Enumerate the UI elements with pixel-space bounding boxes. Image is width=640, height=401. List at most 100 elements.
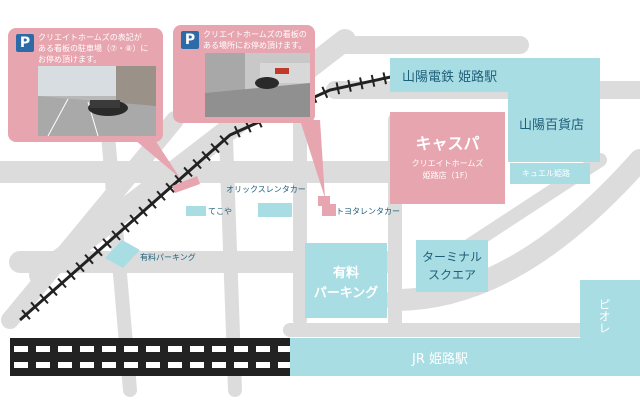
jr-track-dash (58, 362, 72, 368)
jr-track-dash (102, 346, 116, 352)
jr-track-dash (278, 346, 292, 352)
jr-track-dash (212, 346, 226, 352)
jr-track-dash (234, 362, 248, 368)
rail-tie (93, 246, 103, 257)
rail-tie (30, 301, 40, 312)
rail-tie (183, 166, 193, 178)
jr-track-dash (256, 362, 270, 368)
jr-track-dash (36, 346, 50, 352)
jr-track-dash (80, 362, 94, 368)
caspa-sub1-label: クリエイトホームズ (411, 159, 484, 168)
parking-marker-1 (172, 176, 200, 193)
buildings (105, 58, 640, 376)
jr-track-dash (58, 346, 72, 352)
callout-tail-1 (135, 140, 180, 178)
rail-tie (321, 86, 329, 99)
rail-tie (165, 182, 175, 193)
rail-tie (66, 269, 76, 281)
rail-tie (120, 222, 130, 233)
callout-left-text: クリエイトホームズの表記が ある看板の駐車場（⑦・⑧）に お停め頂けます。 (38, 33, 149, 64)
jr-track-dash (146, 346, 160, 352)
jr-track-dash (146, 362, 160, 368)
jr-track-dash (80, 346, 94, 352)
jr-track-dash (14, 346, 28, 352)
road-curve-right (384, 149, 640, 311)
cuel-block (510, 163, 590, 184)
jr-track-dash (124, 346, 138, 352)
jr-track-dash (190, 362, 204, 368)
jr-station-label: JR 姫路駅 (412, 352, 468, 367)
rail-tie (147, 198, 157, 209)
orix-block (258, 203, 292, 217)
jr-track-dash (190, 346, 204, 352)
toyota-block (322, 204, 336, 216)
sanyo-dept-block (508, 92, 600, 162)
rail-tie (370, 74, 376, 87)
rail-tie (102, 238, 112, 249)
parking-p-icon: P (16, 34, 34, 52)
jr-track-dash (212, 362, 226, 368)
jr-station-block (290, 338, 640, 376)
parking-p-icon: P (181, 31, 199, 49)
rail-tie (201, 150, 211, 162)
rail-tie (156, 190, 166, 201)
orix-label: オリックスレンタカー (226, 185, 306, 194)
jr-track-dash (168, 346, 182, 352)
jr-track-dash (234, 346, 248, 352)
tekoya-block (186, 206, 206, 216)
caspa-block (390, 112, 505, 204)
paid-parking-big-label-1: 有料 (332, 266, 359, 281)
parking-photo-right (205, 53, 310, 117)
terminal-square-label-2: スクエア (427, 268, 476, 282)
callout-left: P クリエイトホームズの表記が ある看板の駐車場（⑦・⑧）に お停め頂けます。 (8, 28, 163, 142)
paid-parking-small-block (105, 240, 140, 268)
piole-label: ピオレ (597, 298, 611, 334)
rail-tie (84, 254, 94, 265)
paid-parking-small-label: 有料パーキング (140, 253, 196, 262)
paid-parking-big-label-2: パーキング (313, 286, 379, 301)
rail-tie (210, 142, 220, 154)
paid-parking-big-block (305, 243, 387, 318)
caspa-label: キャスパ (415, 134, 480, 153)
rail-tie (347, 79, 352, 92)
tekoya-label: てこや (208, 207, 232, 216)
jr-track-dash (278, 362, 292, 368)
terminal-square-label-1: ターミナル (421, 250, 482, 264)
sanyo-dept-label: 山陽百貨店 (519, 118, 585, 133)
terminal-square-block (416, 240, 488, 292)
rail-tie (244, 120, 252, 133)
rail-tie (57, 277, 67, 289)
rail-tie (335, 82, 341, 95)
sanyo-station-label: 山陽電鉄 姫路駅 (402, 70, 498, 85)
road-diagonal-left (1, 111, 184, 329)
sanyo-station-block (390, 58, 600, 92)
callout-right: P クリエイトホームズの看板の ある場所にお停め頂けます。 (173, 25, 315, 123)
rail-tie (39, 293, 49, 305)
caspa-sub2-label: 姫路店（1F） (422, 171, 473, 180)
rail-tie (129, 214, 139, 225)
rail-tie (382, 72, 387, 85)
rail-tie (138, 206, 148, 217)
toyota-label: トヨタレンタカー (336, 207, 400, 216)
rail-tie (192, 158, 202, 170)
jr-track-dash (14, 362, 28, 368)
callout-right-text: クリエイトホームズの看板の ある場所にお停め頂けます。 (203, 30, 307, 50)
rail-tie (75, 261, 85, 273)
piole-block (580, 280, 640, 340)
rail-tie (359, 77, 364, 90)
rail-tie (111, 230, 121, 241)
jr-track-dash (102, 362, 116, 368)
jr-track-dash (168, 362, 182, 368)
parking-photo-left (38, 66, 156, 136)
parking-marker-2 (318, 196, 330, 206)
rail-tie (233, 125, 241, 138)
callout-tail-2 (300, 120, 325, 198)
jr-track-dash (256, 346, 270, 352)
jr-track-dash (124, 362, 138, 368)
jr-railway (10, 338, 295, 376)
rail-tie (48, 285, 58, 297)
rail-tie (219, 135, 229, 146)
jr-track-dash (36, 362, 50, 368)
cuel-label: キュエル姫路 (522, 169, 570, 178)
